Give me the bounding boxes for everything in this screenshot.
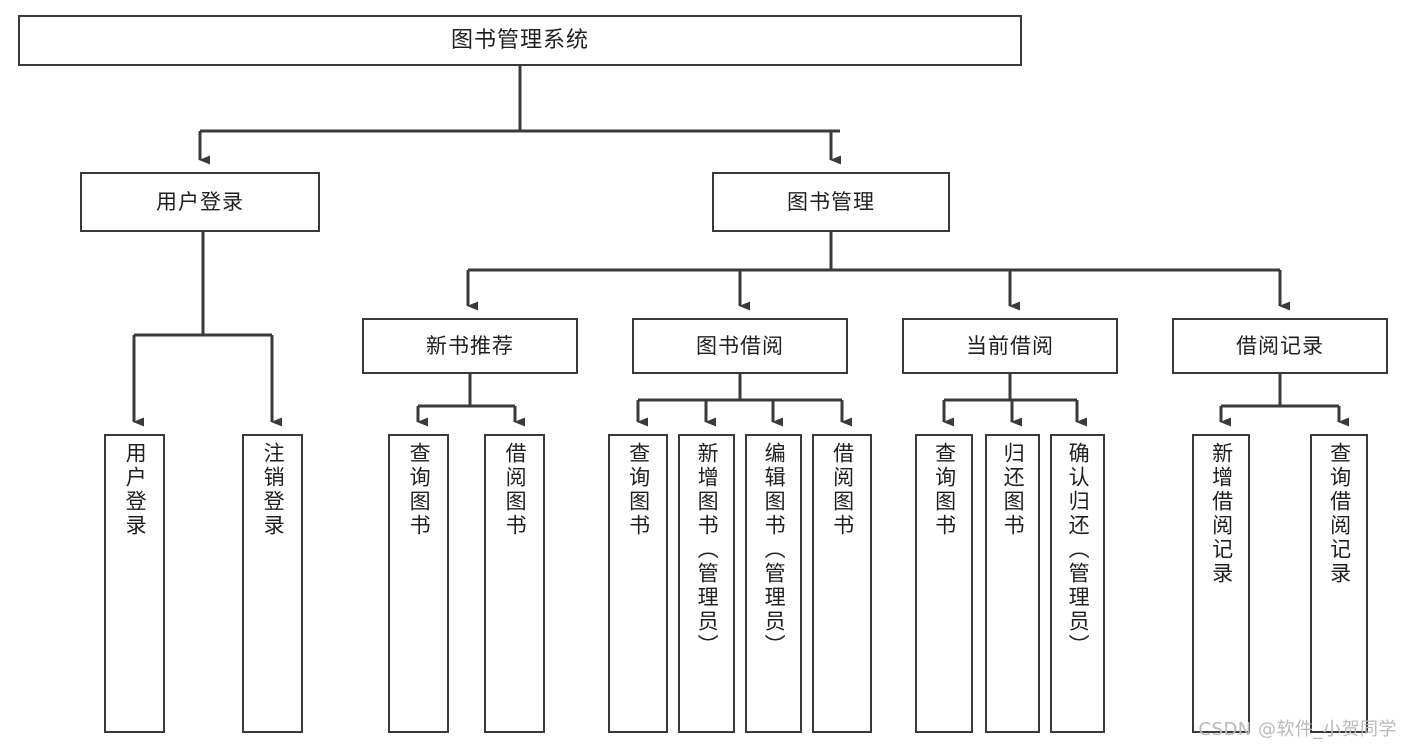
node-new-book-recommend-label: 新书推荐 — [426, 333, 514, 358]
leaf-query-borrow-record-label: 查询借阅记录 — [1327, 442, 1352, 586]
leaf-add-borrow-record-label: 新增借阅记录 — [1209, 442, 1234, 586]
leaf-edit-book-admin-label: 编辑图书（管理员） — [762, 442, 787, 658]
leaf-logout-label: 注销登录 — [261, 442, 286, 538]
leaf-query-book-current[interactable]: 查询图书 — [915, 434, 973, 733]
node-user-login-label: 用户登录 — [156, 189, 244, 214]
node-borrow-records-label: 借阅记录 — [1236, 333, 1324, 358]
leaf-query-borrow-record[interactable]: 查询借阅记录 — [1310, 434, 1368, 733]
node-book-borrow-label: 图书借阅 — [696, 333, 784, 358]
watermark: CSDN @软件_小贺同学 — [1198, 719, 1397, 740]
leaf-logout[interactable]: 注销登录 — [242, 434, 303, 733]
leaf-user-login-label: 用户登录 — [123, 442, 148, 538]
leaf-edit-book-admin[interactable]: 编辑图书（管理员） — [745, 434, 802, 733]
leaf-query-book-borrow[interactable]: 查询图书 — [608, 434, 668, 733]
leaf-add-borrow-record[interactable]: 新增借阅记录 — [1192, 434, 1250, 733]
leaf-query-book-borrow-label: 查询图书 — [626, 442, 651, 538]
node-book-borrow[interactable]: 图书借阅 — [632, 318, 848, 374]
node-root[interactable]: 图书管理系统 — [18, 15, 1022, 66]
leaf-borrow-book[interactable]: 借阅图书 — [812, 434, 872, 733]
node-root-label: 图书管理系统 — [450, 27, 589, 53]
leaf-borrow-book-label: 借阅图书 — [830, 442, 855, 538]
node-current-borrow-label: 当前借阅 — [966, 333, 1054, 358]
leaf-confirm-return-admin[interactable]: 确认归还（管理员） — [1050, 434, 1105, 733]
node-new-book-recommend[interactable]: 新书推荐 — [362, 318, 578, 374]
leaf-return-book[interactable]: 归还图书 — [985, 434, 1040, 733]
leaf-return-book-label: 归还图书 — [1001, 442, 1026, 538]
leaf-query-book-current-label: 查询图书 — [932, 442, 957, 538]
node-book-management[interactable]: 图书管理 — [712, 172, 950, 232]
leaf-query-book-recommend[interactable]: 查询图书 — [388, 434, 449, 733]
leaf-borrow-book-recommend-label: 借阅图书 — [503, 442, 528, 538]
leaf-user-login[interactable]: 用户登录 — [104, 434, 165, 733]
node-borrow-records[interactable]: 借阅记录 — [1172, 318, 1388, 374]
node-book-management-label: 图书管理 — [787, 189, 875, 214]
leaf-query-book-recommend-label: 查询图书 — [407, 442, 432, 538]
leaf-add-book-admin[interactable]: 新增图书（管理员） — [678, 434, 735, 733]
node-current-borrow[interactable]: 当前借阅 — [902, 318, 1118, 374]
leaf-add-book-admin-label: 新增图书（管理员） — [695, 442, 720, 658]
node-user-login[interactable]: 用户登录 — [80, 172, 320, 232]
leaf-borrow-book-recommend[interactable]: 借阅图书 — [484, 434, 545, 733]
leaf-confirm-return-admin-label: 确认归还（管理员） — [1066, 442, 1091, 658]
